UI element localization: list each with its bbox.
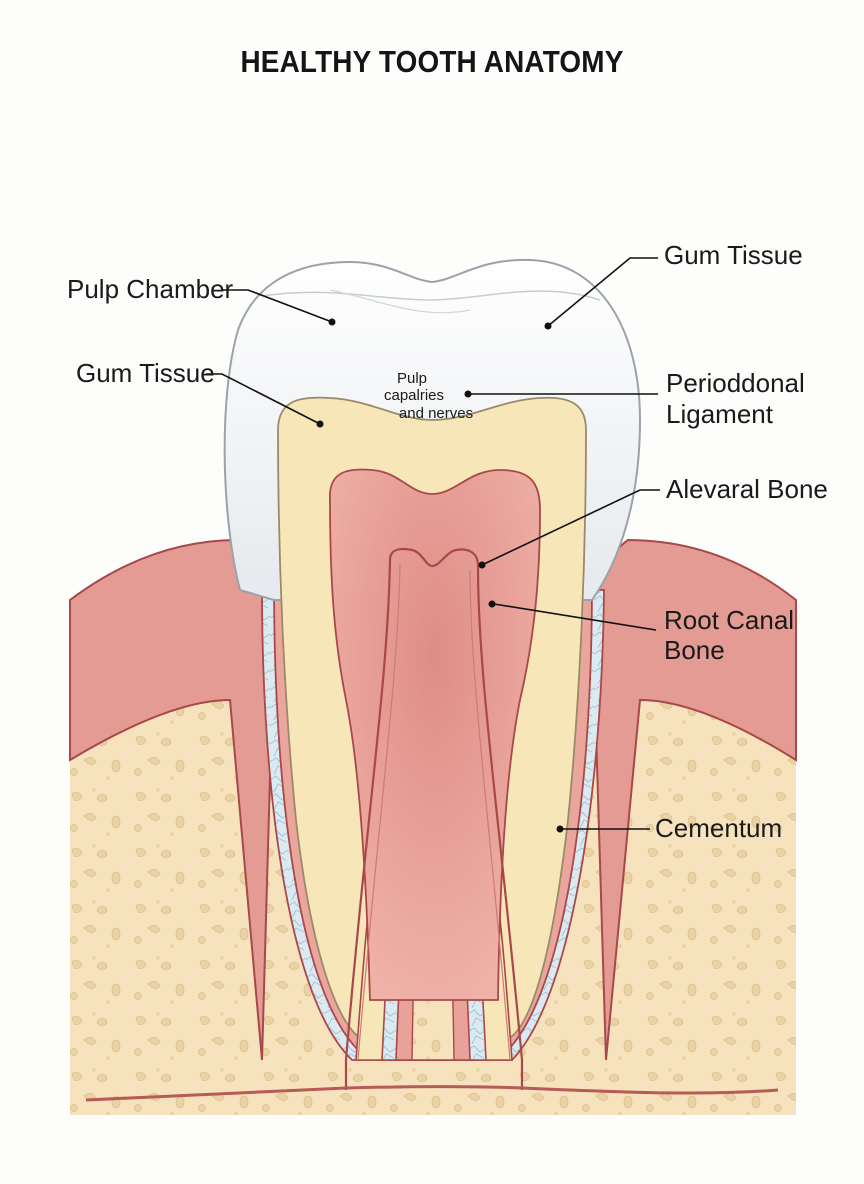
- dot-gum-tissue-left: [317, 421, 324, 428]
- label-root-canal-line2: Bone: [664, 635, 725, 665]
- label-pulp-line3: and nerves: [399, 405, 473, 422]
- label-pulp-line1: Pulp: [397, 370, 427, 387]
- dot-cementum: [557, 826, 564, 833]
- label-gum-tissue-right: Gum Tissue: [664, 240, 803, 270]
- label-alveolar-bone: Alevaral Bone: [666, 474, 828, 504]
- label-pulp-line2: capalries: [384, 387, 444, 404]
- dot-alveolar-bone: [479, 562, 486, 569]
- dot-gum-tissue-right: [545, 323, 552, 330]
- dot-pulp-chamber: [329, 319, 336, 326]
- dot-root-canal: [489, 601, 496, 608]
- label-pulp-chamber: Pulp Chamber: [67, 274, 234, 304]
- label-periodontal-line2: Ligament: [666, 399, 774, 429]
- label-gum-tissue-left: Gum Tissue: [76, 358, 215, 388]
- label-periodontal-line1: Perioddonal: [666, 368, 805, 398]
- dot-periodontal: [465, 391, 472, 398]
- label-root-canal-line1: Root Canal: [664, 605, 794, 635]
- label-cementum: Cementum: [655, 813, 782, 843]
